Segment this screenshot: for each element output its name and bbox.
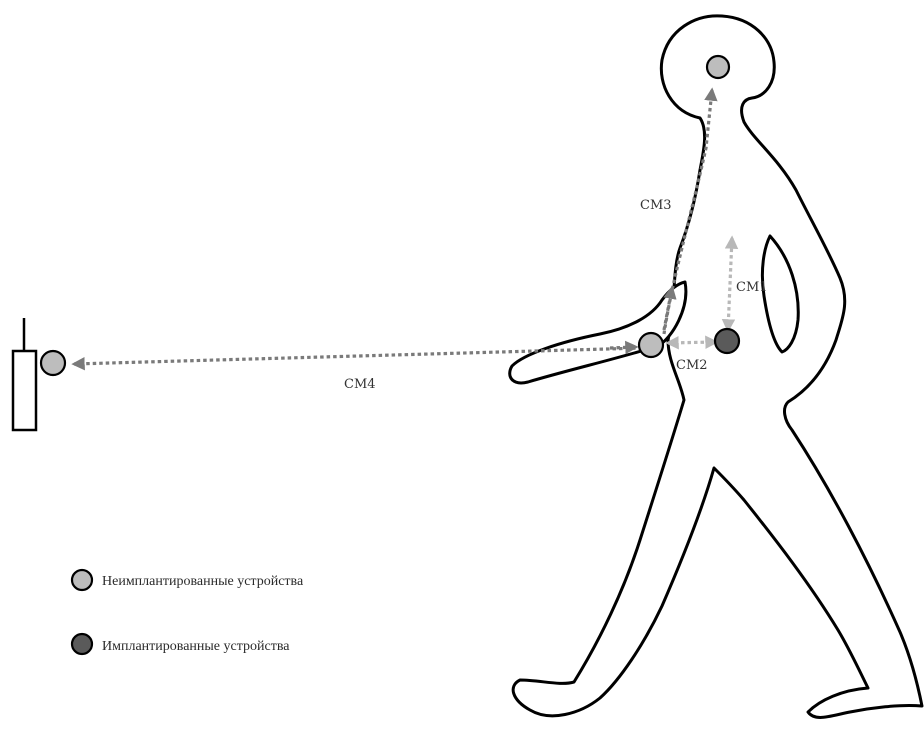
non-implanted-device-base-station (41, 351, 65, 375)
base-station (13, 318, 36, 430)
back-arm-outline (762, 236, 798, 352)
link-label-cm3: CM3 (640, 198, 672, 213)
link-cm1 (728, 238, 732, 330)
non-implanted-device-hip (639, 333, 663, 357)
arm-outline (510, 282, 686, 383)
legend-non-implanted-swatch (72, 570, 92, 590)
link-label-cm1: CM1 (736, 280, 768, 295)
legend-implanted-swatch (72, 634, 92, 654)
link-cm2 (668, 342, 716, 343)
legend-non-implanted-label: Неимплантированные устройства (102, 574, 304, 589)
implanted-device (715, 329, 739, 353)
link-label-cm4: CM4 (344, 377, 376, 392)
legend: Неимплантированные устройства Имплантиро… (72, 570, 304, 654)
base-station-body (13, 351, 36, 430)
link-label-cm2: CM2 (676, 358, 708, 373)
human-silhouette (510, 16, 922, 718)
non-implanted-device-head (707, 56, 729, 78)
legend-implanted-label: Имплантированные устройства (102, 639, 290, 654)
